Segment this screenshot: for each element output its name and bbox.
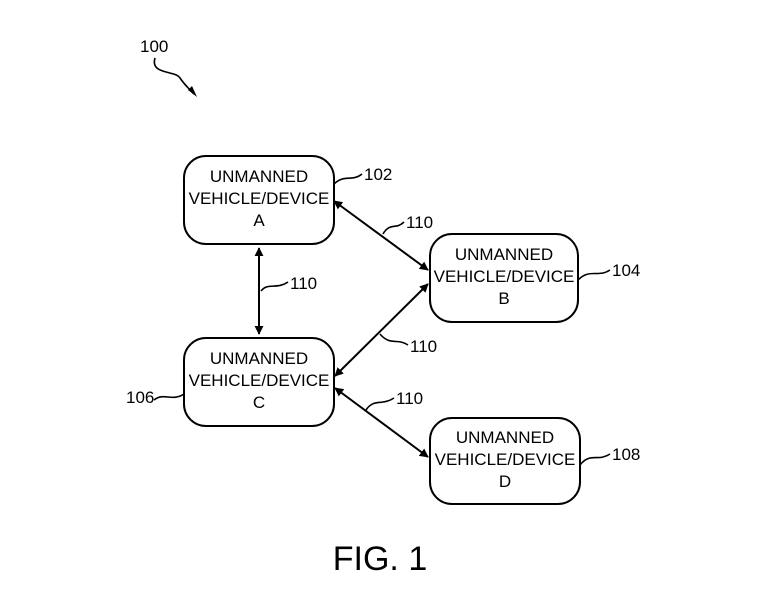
node-a-line2: VEHICLE/DEVICE bbox=[189, 189, 330, 208]
node-b: UNMANNED VEHICLE/DEVICE B bbox=[429, 233, 579, 323]
link-a-b-leader bbox=[382, 221, 405, 235]
system-ref-arrow bbox=[153, 57, 195, 95]
node-c-box bbox=[183, 337, 335, 427]
system-ref-label: 100 bbox=[140, 37, 168, 56]
link-b-c bbox=[334, 283, 429, 377]
node-d-ref: 108 bbox=[612, 445, 640, 464]
node-d-line2: VEHICLE/DEVICE bbox=[435, 450, 576, 469]
node-d-box bbox=[429, 417, 581, 505]
node-d-line1: UNMANNED bbox=[456, 428, 554, 447]
node-c-ref: 106 bbox=[126, 388, 154, 407]
link-b-c-leader bbox=[379, 333, 409, 346]
link-a-b-ref: 110 bbox=[406, 213, 433, 232]
node-b-line2: VEHICLE/DEVICE bbox=[434, 267, 575, 286]
node-c-line2: VEHICLE/DEVICE bbox=[189, 371, 330, 390]
node-a-line3: A bbox=[253, 211, 265, 230]
node-a-line1: UNMANNED bbox=[210, 167, 308, 186]
link-a-b bbox=[333, 200, 429, 271]
link-c-d bbox=[334, 387, 429, 458]
link-c-d-leader bbox=[365, 397, 395, 411]
link-c-d-ref: 110 bbox=[396, 389, 423, 408]
node-a-box bbox=[183, 155, 335, 245]
node-c-line3: C bbox=[253, 393, 265, 412]
node-d: UNMANNED VEHICLE/DEVICE D bbox=[429, 417, 581, 505]
node-b-ref-leader bbox=[577, 269, 611, 281]
node-b-line1: UNMANNED bbox=[455, 245, 553, 264]
node-d-line3: D bbox=[499, 472, 511, 491]
system-ref-arrowhead bbox=[188, 86, 197, 97]
node-c-line1: UNMANNED bbox=[210, 349, 308, 368]
link-a-c-leader bbox=[260, 281, 289, 292]
node-b-box bbox=[429, 233, 579, 323]
node-b-line3: B bbox=[498, 289, 509, 308]
node-a-ref: 102 bbox=[364, 165, 392, 184]
link-b-c-ref: 110 bbox=[410, 337, 437, 356]
node-a: UNMANNED VEHICLE/DEVICE A bbox=[183, 155, 335, 245]
figure-caption: FIG. 1 bbox=[333, 540, 427, 578]
link-a-c-ref: 110 bbox=[290, 274, 317, 293]
node-a-ref-leader bbox=[333, 173, 363, 185]
node-c-ref-leader bbox=[153, 393, 185, 401]
node-b-ref: 104 bbox=[612, 261, 640, 280]
node-c: UNMANNED VEHICLE/DEVICE C bbox=[183, 337, 335, 427]
node-d-ref-leader bbox=[579, 453, 611, 466]
